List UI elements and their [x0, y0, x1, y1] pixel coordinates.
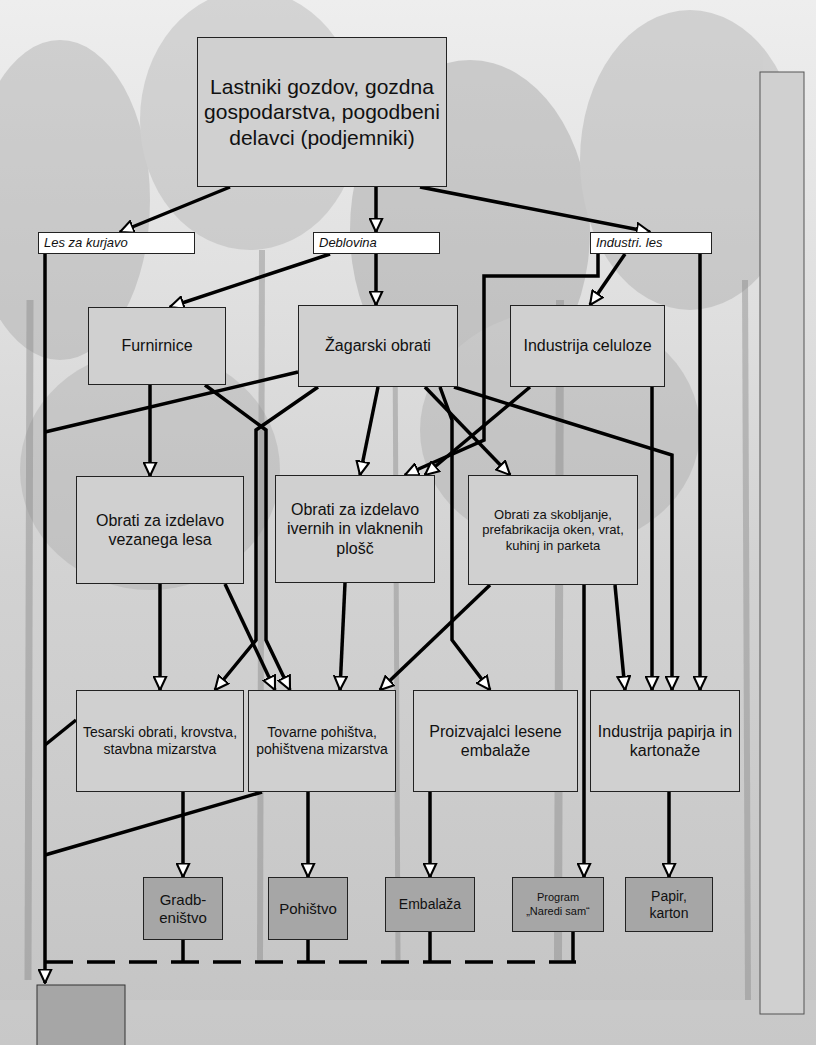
flow-arrow	[420, 187, 650, 232]
product-box: Papir, karton	[625, 877, 713, 932]
product-box: Embalaža	[385, 877, 475, 932]
node-text: Obrati za izdelavo ivernih in vlaknenih …	[281, 500, 429, 558]
node-text: Tovarne pohištva, pohištvena mizarstva	[254, 724, 390, 758]
tick-line	[181, 940, 185, 962]
process-box: Obrati za izdelavo ivernih in vlaknenih …	[275, 475, 435, 583]
process-box: Furnirnice	[88, 307, 226, 385]
flow-arrow	[374, 187, 378, 232]
node-text: Program „Naredi sam“	[518, 891, 598, 917]
node-text: Industri. les	[596, 235, 662, 251]
process-box: Tesarski obrati, krovstva, stavbna mizar…	[76, 690, 244, 792]
flow-arrow	[158, 584, 162, 690]
flow-arrow	[615, 585, 625, 690]
process-box: Obrati za izdelavo vezanega lesa	[76, 476, 244, 584]
tick-line	[306, 940, 310, 962]
node-text: Žagarski obrati	[325, 336, 431, 355]
node-text: Tesarski obrati, krovstva, stavbna mizar…	[82, 724, 238, 758]
flow-label: Industri. les	[590, 232, 712, 254]
flow-arrow	[667, 792, 671, 877]
product-box: Program „Naredi sam“	[512, 877, 604, 932]
flow-arrow	[650, 387, 654, 690]
process-box: Žagarski obrati	[298, 305, 458, 387]
fuel-branch	[45, 792, 262, 855]
process-box: Industrija celuloze	[510, 305, 665, 387]
empty-box	[37, 985, 125, 1045]
process-box: Tovarne pohištva, pohištvena mizarstva	[248, 690, 396, 792]
flow-arrow	[380, 585, 490, 690]
flow-arrow	[120, 187, 230, 232]
flow-arrow	[181, 792, 185, 877]
node-text: Furnirnice	[121, 336, 192, 355]
flow-arrow	[148, 385, 152, 476]
fuel-branch	[45, 720, 76, 745]
fuel-lines	[45, 254, 298, 983]
node-text: Embalaža	[399, 896, 461, 913]
node-text: Industrija papirja in kartonaže	[596, 722, 734, 760]
node-text: Les za kurjavo	[44, 235, 128, 251]
node-text: Obrati za izdelavo vezanega lesa	[82, 511, 238, 549]
node-text: Proizvajalci lesene embalaže	[419, 722, 572, 760]
flow-arrow	[225, 584, 275, 690]
node-text: Pohištvo	[279, 900, 337, 918]
flow-arrow	[170, 254, 330, 307]
flow-arrow	[360, 387, 378, 475]
flow-arrow	[425, 387, 530, 475]
node-text: Gradb- eništvo	[149, 891, 217, 927]
node-text: Papir, karton	[631, 888, 707, 922]
flow-arrow	[340, 583, 345, 690]
source-box: Lastniki gozdov, gozdna gospodarstva, po…	[197, 37, 447, 187]
tick-line	[428, 932, 432, 962]
flow-arrow	[590, 254, 625, 305]
product-box: Pohištvo	[268, 877, 348, 940]
node-text: Lastniki gozdov, gozdna gospodarstva, po…	[203, 74, 441, 150]
tick-line	[571, 932, 575, 962]
flow-arrow	[306, 792, 310, 877]
flow-arrow	[428, 792, 432, 877]
tree-trunks	[28, 250, 748, 1000]
product-box: Gradb- eništvo	[143, 877, 223, 940]
flow-arrow	[582, 585, 586, 877]
node-text: Deblovina	[319, 235, 377, 251]
flow-arrow	[454, 387, 672, 690]
node-text: Obrati za skobljanje, prefabrikacija oke…	[474, 507, 632, 554]
tree-canopies	[0, 0, 800, 590]
fuel-line	[43, 254, 47, 983]
flow-label: Les za kurjavo	[38, 232, 195, 254]
flow-label: Deblovina	[313, 232, 440, 254]
process-box: Obrati za skobljanje, prefabrikacija oke…	[468, 475, 638, 585]
flow-arrow	[374, 254, 378, 305]
process-box: Proizvajalci lesene embalaže	[413, 690, 578, 792]
node-text: Industrija celuloze	[523, 336, 651, 355]
dashed-line	[45, 960, 576, 964]
flow-arrow	[698, 254, 702, 690]
process-box: Industrija papirja in kartonaže	[590, 690, 740, 792]
side-bar	[760, 72, 804, 1014]
